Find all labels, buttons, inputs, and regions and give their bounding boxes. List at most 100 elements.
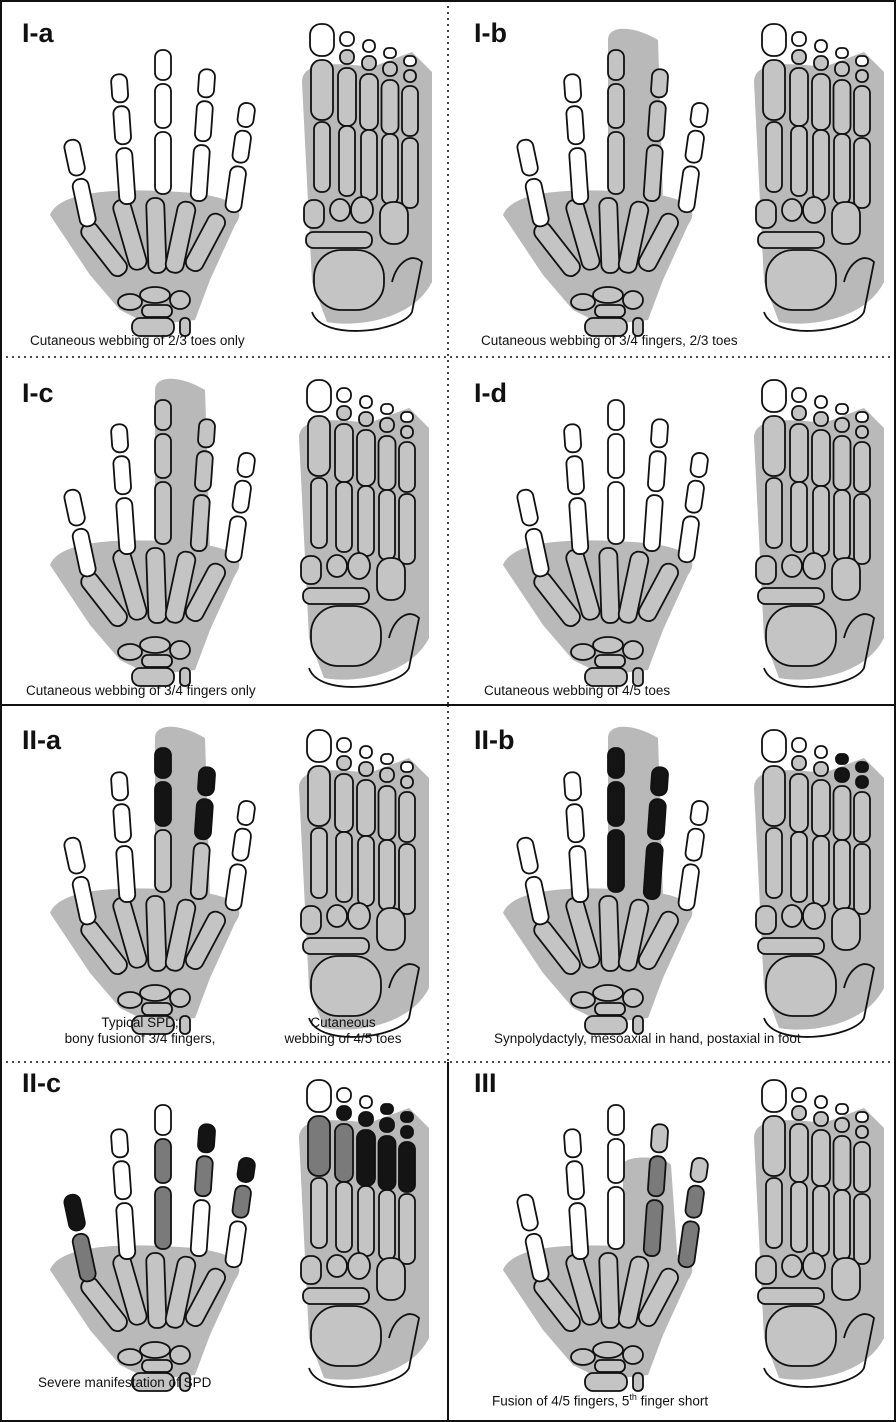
phalanx-3-2: [608, 434, 624, 478]
toe-3-bone-2: [814, 1112, 828, 1126]
carpal-3: [623, 641, 643, 659]
phalanx-4-1: [190, 843, 210, 900]
toe-5-bone-2: [401, 1126, 413, 1138]
metatarsal-1: [766, 1178, 782, 1248]
finger-5: [225, 102, 256, 213]
metatarsal-2: [791, 832, 807, 902]
phalanx-2-2: [113, 456, 132, 495]
toe-2-bone-1: [337, 388, 351, 402]
cuneiform-3: [348, 1253, 370, 1279]
toe-5-bone-3: [399, 442, 415, 492]
metatarsal-3: [358, 486, 374, 556]
cuneiform-2: [330, 199, 350, 221]
phalanx-4-3: [198, 767, 216, 796]
talus: [766, 250, 836, 310]
toe-1-bone-1: [762, 24, 786, 56]
navicular: [758, 232, 824, 248]
caption-III-prefix: Fusion of 4/5 fingers, 5: [492, 1394, 629, 1409]
carpal-3: [623, 291, 643, 309]
toe-4-bone-1: [381, 754, 393, 764]
toe-2-bone-2: [792, 50, 806, 64]
toe-3-bone-2: [362, 56, 376, 70]
carpal-1: [571, 644, 595, 660]
metatarsal-2: [336, 832, 352, 902]
carpal-1: [571, 294, 595, 310]
toe-2-bone-3: [335, 424, 353, 482]
phalanx-2-2: [113, 1161, 132, 1200]
toe-3-bone-1: [815, 1096, 827, 1108]
toe-2-bone-1: [792, 32, 806, 46]
metacarpal-3: [146, 198, 167, 274]
metatarsal-2: [791, 126, 807, 196]
phalanx-2-3: [564, 74, 582, 103]
finger-2: [564, 424, 589, 555]
phalanx-5-3: [690, 800, 709, 826]
phalanx-4-1: [643, 495, 663, 552]
metatarsal-1: [314, 122, 330, 192]
toe-5-bone-1: [856, 1112, 868, 1122]
toe-1-bone-1: [762, 380, 786, 412]
toe-1-bone-1: [307, 1080, 331, 1112]
cuneiform-1: [756, 556, 776, 584]
toe-5-bone-1: [404, 56, 416, 66]
phalanx-4-1: [643, 145, 663, 202]
toe-2-bone-3: [335, 774, 353, 832]
phalanx-2-2: [566, 804, 585, 843]
toe-3-bone-3: [812, 780, 830, 836]
toe-2-bone-1: [792, 738, 806, 752]
toe-5-bone-3: [854, 1142, 870, 1192]
hand-Ib: [503, 29, 709, 336]
metatarsal-5: [399, 1194, 415, 1264]
finger-3: [155, 50, 171, 194]
phalanx-3-2: [155, 84, 171, 128]
phalanx-4-2: [647, 1156, 666, 1197]
metatarsal-2: [336, 1182, 352, 1252]
finger-3: [608, 1105, 624, 1249]
phalanx-2-2: [113, 106, 132, 145]
finger-5: [678, 1157, 709, 1268]
toe-4-bone-1: [384, 48, 396, 58]
finger-2: [564, 1129, 589, 1260]
toe-2-bone-3: [790, 424, 808, 482]
talus: [314, 250, 384, 310]
cuneiform-2: [327, 905, 347, 927]
phalanx-3-1: [155, 1187, 171, 1249]
finger-2: [564, 74, 589, 205]
toe-1-bone-2: [311, 60, 333, 120]
panel-label-IIb: II-b: [474, 727, 515, 754]
phalanx-5-3: [237, 452, 256, 478]
toe-3-bone-1: [360, 1096, 372, 1108]
phalanx-5-2: [685, 480, 705, 514]
phalanx-4-1: [643, 1200, 663, 1257]
phalanx-3-3: [155, 50, 171, 80]
toe-1-bone-2: [763, 1116, 785, 1176]
carpal-2: [593, 637, 623, 653]
metatarsal-5: [854, 1194, 870, 1264]
finger-2: [111, 424, 136, 555]
toe-1-bone-2: [308, 1116, 330, 1176]
carpal-1: [118, 992, 142, 1008]
toe-1-bone-1: [307, 380, 331, 412]
finger-2: [564, 772, 589, 903]
finger-4: [190, 1124, 215, 1257]
phalanx-5-1: [225, 863, 247, 911]
carpal-1: [118, 644, 142, 660]
toe-5-bone-1: [856, 762, 868, 772]
phalanx-4-3: [198, 1124, 216, 1153]
phalanx-4-1: [190, 145, 210, 202]
phalanx-2-2: [566, 456, 585, 495]
toe-3-bone-2: [359, 412, 373, 426]
carpal-2: [593, 287, 623, 303]
phalanx-4-2: [194, 1156, 213, 1197]
phalanx-4-3: [651, 69, 669, 98]
phalanx-5-3: [237, 800, 256, 826]
toe-1-bone-2: [763, 416, 785, 476]
phalanx-5-2: [685, 1185, 705, 1219]
toe-5-bone-1: [401, 762, 413, 772]
cuneiform-3: [348, 553, 370, 579]
phalanx-4-3: [198, 69, 216, 98]
toe-4-bone-3: [834, 80, 851, 134]
phalanx-2-3: [111, 1129, 129, 1158]
finger-2: [111, 74, 136, 205]
phalanx-2-1: [569, 846, 589, 903]
